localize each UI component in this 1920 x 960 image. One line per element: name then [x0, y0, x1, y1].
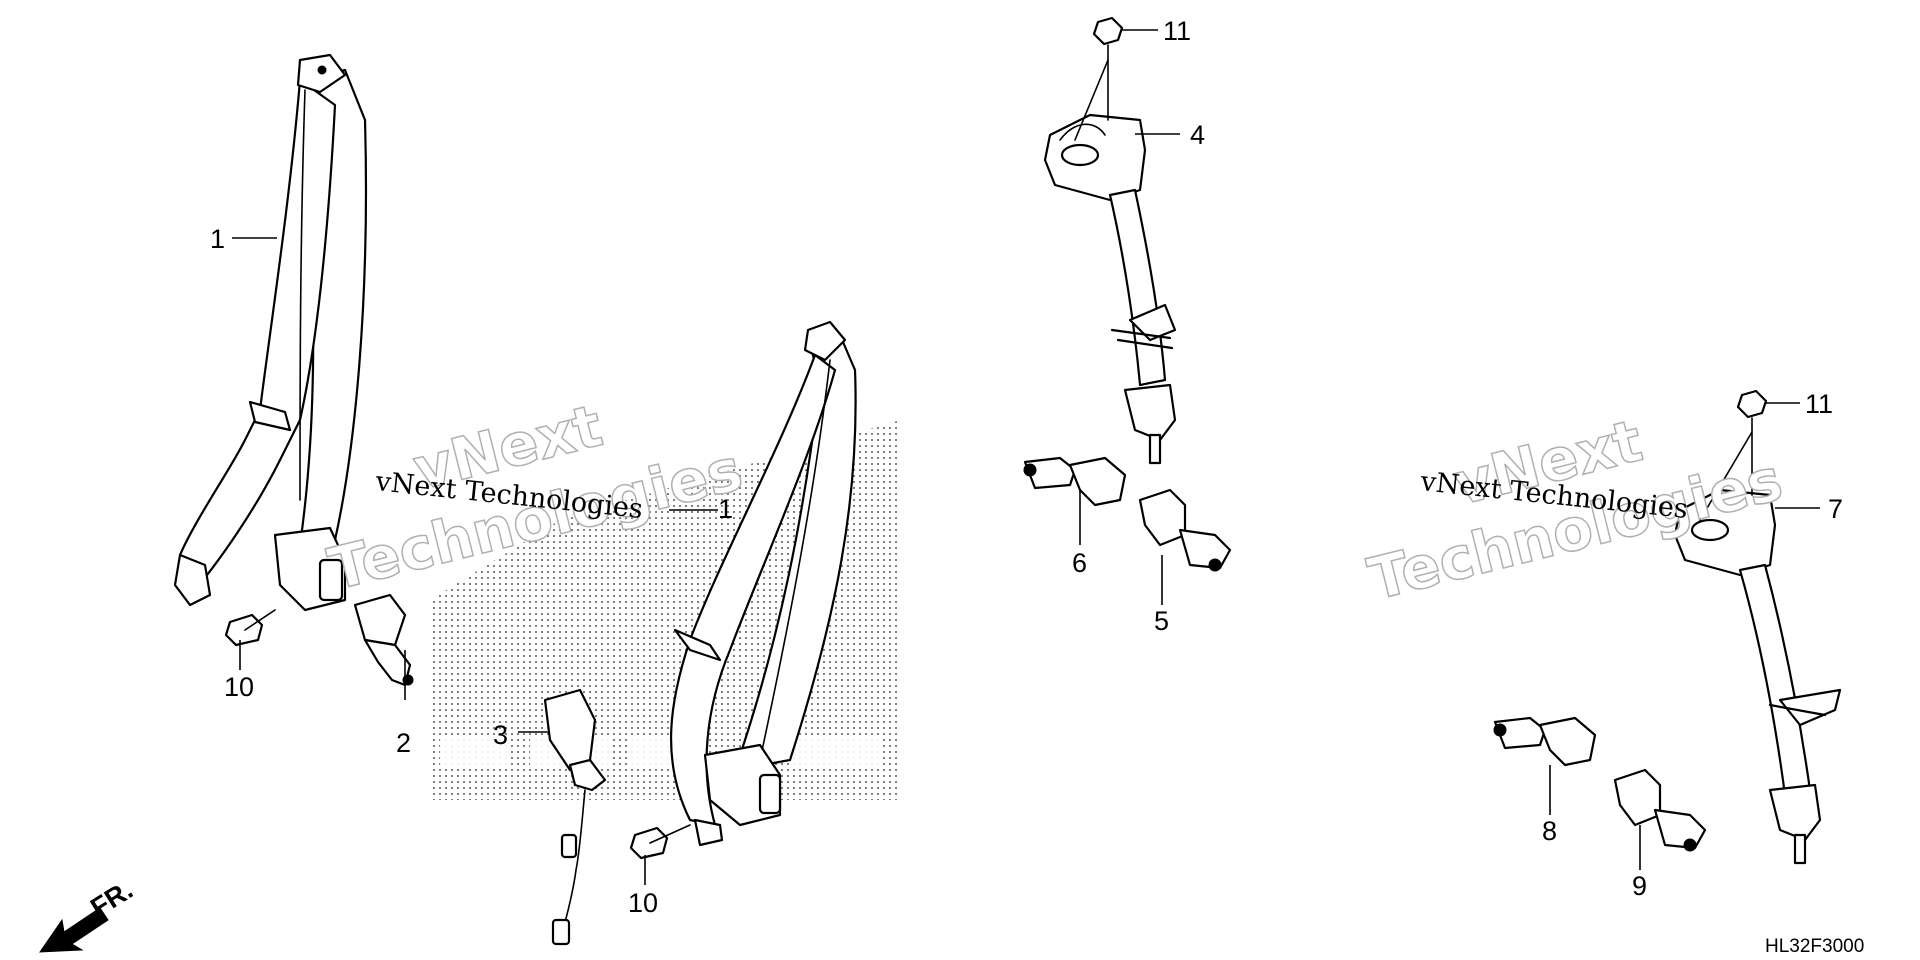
- front-direction-arrow: FR.: [39, 875, 138, 953]
- callout-7: 7: [1828, 494, 1843, 524]
- seat-belt-assembly-center: [670, 320, 857, 847]
- callout-10-center: 10: [628, 888, 658, 918]
- bolt-left: [224, 609, 276, 647]
- retractor-rear-left: [1043, 113, 1177, 465]
- callout-8: 8: [1542, 816, 1557, 846]
- callout-6: 6: [1072, 548, 1087, 578]
- callout-10-left: 10: [224, 672, 254, 702]
- callout-labels: 1 1 2 3 4 5 6 7 8 9 10 10 11 11: [210, 16, 1843, 918]
- drawing-code: HL32F3000: [1765, 936, 1864, 957]
- callout-2: 2: [396, 728, 411, 758]
- seat-belt-assembly-left: [173, 53, 368, 612]
- callout-5: 5: [1154, 606, 1169, 636]
- callout-4: 4: [1190, 120, 1205, 150]
- callout-1: 1: [210, 224, 225, 254]
- nut-upper: [1074, 16, 1124, 141]
- buckle-8: [1493, 716, 1597, 767]
- watermark-right: vNext Technologies vNext Technologies: [1361, 406, 1789, 615]
- buckle-9: [1613, 768, 1707, 852]
- callout-9: 9: [1632, 871, 1647, 901]
- leader-lines: [232, 29, 1820, 885]
- retractor-rear-right: [1673, 488, 1842, 865]
- callout-11-lower: 11: [1805, 389, 1833, 419]
- bolt-center: [629, 824, 691, 860]
- callout-3: 3: [493, 720, 508, 750]
- buckle-with-wire: [543, 688, 607, 946]
- callout-1b: 1: [718, 494, 733, 524]
- nut-lower: [1699, 389, 1768, 521]
- callout-11-upper: 11: [1163, 16, 1191, 46]
- buckle-5: [1138, 488, 1232, 572]
- buckle-6: [1023, 456, 1127, 507]
